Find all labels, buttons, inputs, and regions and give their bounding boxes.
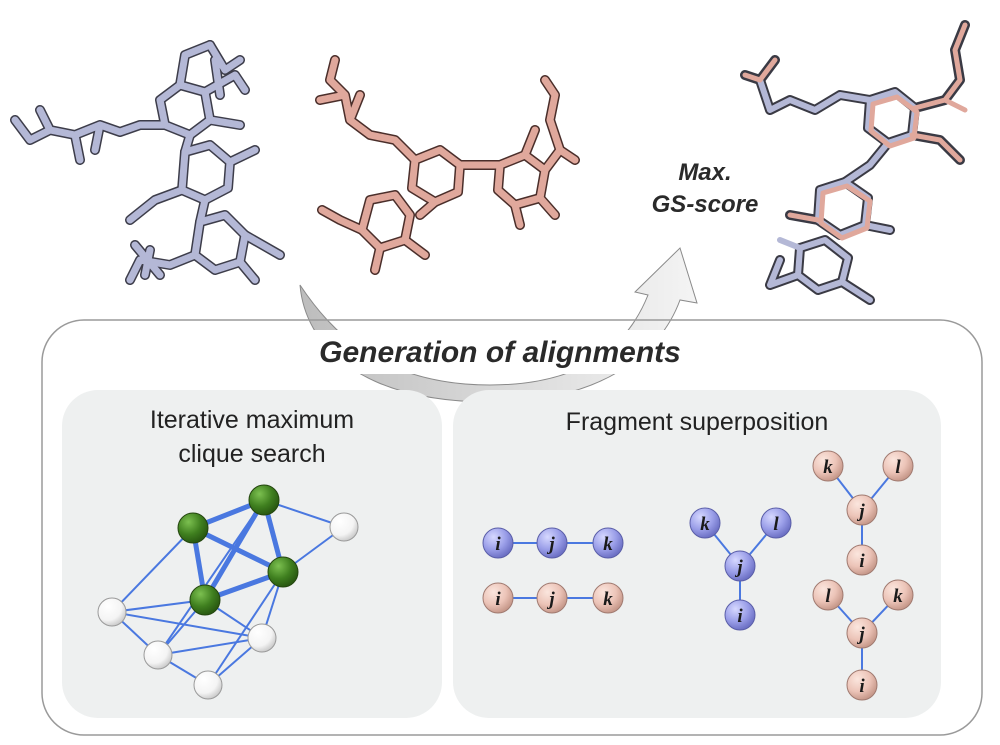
fragment-node-j: [724, 550, 756, 582]
alignment-frame: [41, 319, 983, 736]
process-arrow: [299, 247, 698, 403]
fragment-node-k: [592, 527, 624, 559]
clique-graph: [97, 484, 359, 700]
clique-node: [248, 484, 280, 516]
svg-text:k: k: [700, 514, 710, 535]
svg-text:k: k: [603, 534, 613, 555]
svg-text:i: i: [737, 606, 743, 627]
fragment-graphs: i j k i j k k l j i k: [482, 450, 914, 701]
fragment-node-l: [882, 450, 914, 482]
molecule-b: [315, 55, 580, 275]
svg-text:l: l: [773, 514, 779, 535]
svg-text:j: j: [856, 624, 865, 645]
fragment-node-j: [536, 527, 568, 559]
fragment-node-k: [812, 450, 844, 482]
fragment-node-k: [592, 582, 624, 614]
title-backing: [296, 330, 706, 374]
fragment-node-i: [482, 582, 514, 614]
graph-node: [143, 640, 173, 670]
main-title: Generation of alignments: [319, 336, 681, 369]
svg-text:k: k: [603, 589, 613, 610]
fragment-node-i: [846, 544, 878, 576]
graph-node: [329, 512, 359, 542]
svg-text:i: i: [495, 534, 501, 555]
clique-node: [177, 512, 209, 544]
left-panel: [62, 390, 442, 718]
fragment-node-l: [760, 507, 792, 539]
svg-text:j: j: [546, 534, 555, 555]
left-panel-title-line1: Iterative maximum: [150, 406, 354, 434]
fragment-blue-branched: k l j i: [689, 507, 792, 631]
white-nodes: [97, 512, 359, 700]
fragment-node-k: [689, 507, 721, 539]
svg-text:j: j: [546, 589, 555, 610]
svg-text:i: i: [859, 676, 865, 697]
clique-node: [189, 584, 221, 616]
svg-text:i: i: [859, 551, 865, 572]
right-panel-title: Fragment superposition: [566, 408, 829, 436]
score-label-line2: GS-score: [652, 191, 759, 218]
score-label-line1: Max.: [678, 159, 731, 186]
fragment-node-j: [846, 617, 878, 649]
molecule-a: [10, 40, 285, 285]
fragment-node-i: [846, 669, 878, 701]
svg-text:k: k: [893, 586, 903, 607]
clique-nodes: [177, 484, 299, 616]
svg-text:l: l: [895, 457, 901, 478]
fragment-node-i: [724, 599, 756, 631]
fragment-pink-linear: i j k: [482, 582, 624, 614]
superposed-molecules: [740, 20, 970, 305]
graph-node: [193, 670, 223, 700]
fragment-node-k: [882, 579, 914, 611]
svg-text:k: k: [823, 457, 833, 478]
svg-text:j: j: [856, 501, 865, 522]
svg-text:i: i: [495, 589, 501, 610]
fragment-blue-linear: i j k: [482, 527, 624, 559]
graph-node: [97, 597, 127, 627]
fragment-node-j: [536, 582, 568, 614]
fragment-pink-branched-bottom: l k j i: [812, 579, 914, 701]
svg-text:l: l: [825, 586, 831, 607]
clique-node: [267, 556, 299, 588]
fragment-node-i: [482, 527, 514, 559]
graph-node: [247, 623, 277, 653]
fragment-node-l: [812, 579, 844, 611]
fragment-node-j: [846, 494, 878, 526]
left-panel-title-line2: clique search: [178, 440, 325, 468]
svg-text:j: j: [734, 557, 743, 578]
fragment-pink-branched-top: k l j i: [812, 450, 914, 576]
